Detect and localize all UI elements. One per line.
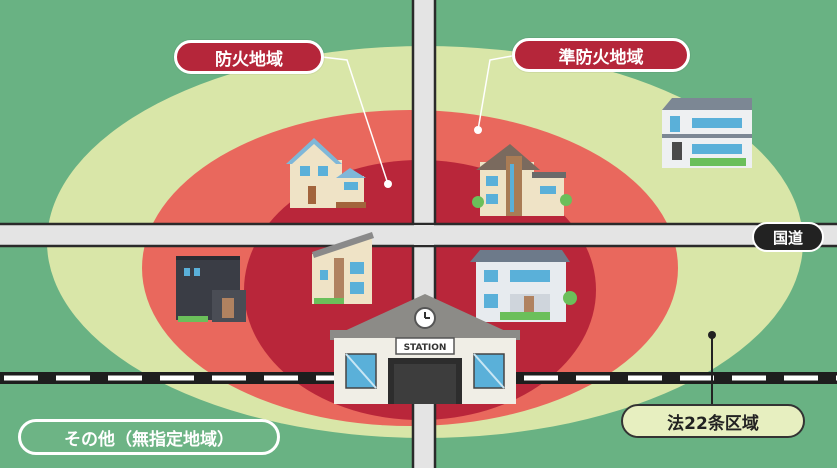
other-zone-label-text: その他（無指定地域）: [64, 429, 234, 450]
station-sign: [395, 337, 455, 355]
national-road-label: 国道: [752, 222, 824, 252]
station-building: STATION: [330, 294, 520, 404]
article22-zone-label-text: 法22条区域: [667, 413, 759, 434]
article22-zone-label: 法22条区域: [621, 404, 805, 438]
house-icon: [312, 232, 374, 304]
building-icon: [662, 98, 752, 168]
house-icon: [286, 138, 366, 208]
house-icon: [470, 250, 577, 322]
other-zone-label: その他（無指定地域）: [18, 419, 280, 455]
fire-zone-label-text: 防火地域: [215, 49, 283, 70]
national-road-label-text: 国道: [772, 228, 803, 247]
semi-fire-zone-label: 準防火地域: [512, 38, 690, 72]
house-icon: [472, 144, 572, 216]
semi-fire-zone-label-text: 準防火地域: [558, 47, 644, 68]
leader-lines: [321, 55, 716, 406]
station-sign-text: STATION: [404, 343, 447, 353]
fire-zone-label: 防火地域: [174, 40, 324, 74]
building-icon: [176, 256, 246, 322]
